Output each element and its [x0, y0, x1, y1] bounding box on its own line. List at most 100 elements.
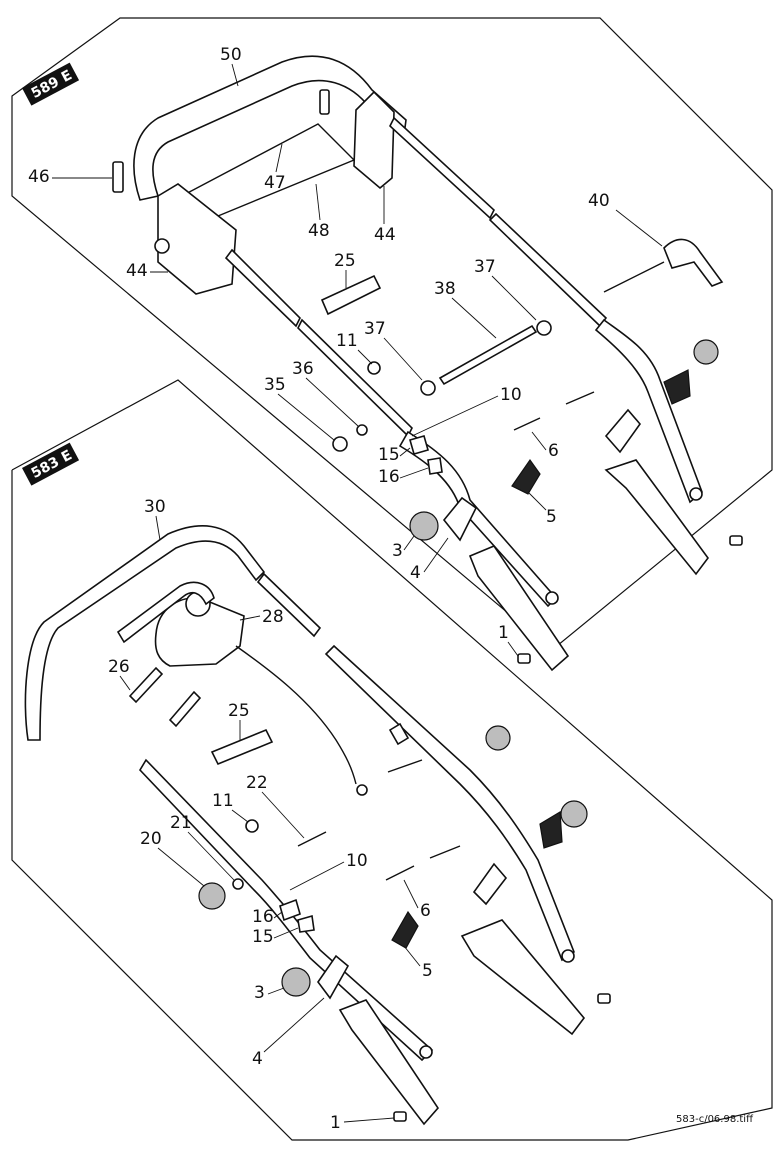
lower-bar-bottom-left — [338, 999, 440, 1126]
label-21: 21 — [170, 813, 192, 833]
knob-20 — [198, 882, 226, 910]
label-16-bottom: 16 — [252, 907, 274, 927]
washer-37a — [536, 320, 552, 336]
label-10-bottom: 10 — [346, 851, 368, 871]
upper-left-tube — [224, 248, 301, 328]
label-35: 35 — [264, 375, 286, 395]
label-20: 20 — [140, 829, 162, 849]
washer-36-top — [356, 424, 368, 436]
upper-right-tube — [389, 116, 495, 220]
label-3-top: 3 — [392, 541, 403, 561]
clamp-bar-top-right — [604, 459, 709, 576]
knob-3-bottom — [281, 967, 311, 997]
pin-bottom-right — [597, 993, 611, 1004]
label-11-top: 11 — [336, 331, 358, 351]
label-6-top: 6 — [548, 441, 559, 461]
clip-15-top — [409, 435, 429, 455]
label-26: 26 — [108, 657, 130, 677]
plug-11-bottom — [245, 819, 259, 833]
label-4-bottom: 4 — [252, 1049, 263, 1069]
label-16-top: 16 — [378, 467, 400, 487]
washer-21 — [232, 878, 244, 890]
bolt-22 — [297, 831, 327, 847]
label-28: 28 — [262, 607, 284, 627]
label-5-top: 5 — [546, 507, 557, 527]
label-30: 30 — [144, 497, 166, 517]
clip-16-bottom — [279, 898, 301, 922]
label-15-bottom: 15 — [252, 927, 274, 947]
knob-bottom-right-b — [560, 800, 588, 828]
right-clamp-block — [353, 90, 395, 190]
bolt-bottom-right — [429, 845, 461, 859]
pin-top-right — [729, 535, 743, 546]
label-5-bottom: 5 — [422, 961, 433, 981]
panel-583e-frame-line — [11, 379, 773, 1141]
screw-26b — [168, 690, 202, 728]
label-44-left: 44 — [126, 261, 148, 281]
label-47: 47 — [264, 173, 286, 193]
label-46: 46 — [28, 167, 50, 187]
knob-3-top — [409, 511, 439, 541]
top-callouts: 50 46 47 48 44 44 40 25 37 38 37 11 36 3… — [28, 45, 663, 657]
label-6-bottom: 6 — [420, 901, 431, 921]
label-11-bottom: 11 — [212, 791, 234, 811]
upper-handle-tube — [133, 55, 407, 201]
label-3-bottom: 3 — [254, 983, 265, 1003]
label-37-mid: 37 — [364, 319, 386, 339]
control-cable — [235, 645, 357, 785]
label-50: 50 — [220, 45, 242, 65]
control-bail — [116, 581, 215, 644]
handle-crossbar — [177, 123, 356, 217]
label-1-top: 1 — [498, 623, 509, 643]
label-25-bottom: 25 — [228, 701, 250, 721]
plug-bottom-mid — [388, 722, 410, 746]
badge-589e: 589 E — [22, 62, 80, 106]
label-48: 48 — [308, 221, 330, 241]
top-handle-assembly — [112, 55, 743, 672]
cable-lever-40 — [663, 238, 724, 287]
left-clamp-hole — [154, 238, 170, 254]
bolt-6-top — [513, 417, 541, 431]
bottom-right-tube-a — [256, 572, 322, 638]
label-40: 40 — [588, 191, 610, 211]
plug-11-top — [367, 361, 381, 375]
left-lower-arm — [398, 430, 558, 608]
knob-top-right — [693, 339, 719, 365]
label-44-right: 44 — [374, 225, 396, 245]
lower-handle-tube — [24, 525, 266, 741]
clip-16-top — [427, 457, 443, 475]
bottom-callouts: 30 28 26 25 22 11 20 21 10 6 16 15 5 3 4… — [108, 497, 433, 1133]
clamp-bar-bottom-right — [460, 919, 586, 1036]
left-clamp-block — [157, 183, 237, 295]
bolt-top-right — [565, 391, 595, 405]
bottom-right-eye — [561, 949, 575, 963]
clamp-lever-bottom-right — [539, 810, 563, 849]
file-reference: 583-c/06.98.tiff — [676, 1114, 754, 1125]
clamp-5-bottom — [391, 910, 419, 949]
screw-26a — [128, 666, 164, 704]
bottom-left-eye — [419, 1045, 433, 1059]
bolt-6-bottom — [385, 865, 415, 881]
pin-46 — [112, 161, 124, 193]
knob-bottom-right-a — [485, 725, 511, 751]
pin-1-bottom — [393, 1111, 407, 1122]
label-1-bottom: 1 — [330, 1113, 341, 1133]
left-arm-eye — [545, 591, 559, 605]
pin-1-top — [517, 653, 531, 664]
bottom-handle-assembly — [24, 525, 611, 1126]
cable-terminal — [356, 784, 368, 796]
bottom-right-tube-b — [324, 644, 575, 962]
label-25-top: 25 — [334, 251, 356, 271]
clip-15-bottom — [297, 914, 315, 933]
bracket-25-top — [320, 274, 382, 316]
right-lower-arm — [594, 318, 703, 504]
mid-right-tube — [488, 212, 608, 328]
lower-bar-top-left — [468, 545, 570, 672]
clamp-5-top — [511, 458, 541, 495]
pin-right — [319, 89, 330, 115]
rod-38 — [438, 324, 538, 386]
panel-589e-frame — [11, 17, 773, 651]
bracket-25-bottom — [210, 728, 274, 766]
label-37-top: 37 — [474, 257, 496, 277]
